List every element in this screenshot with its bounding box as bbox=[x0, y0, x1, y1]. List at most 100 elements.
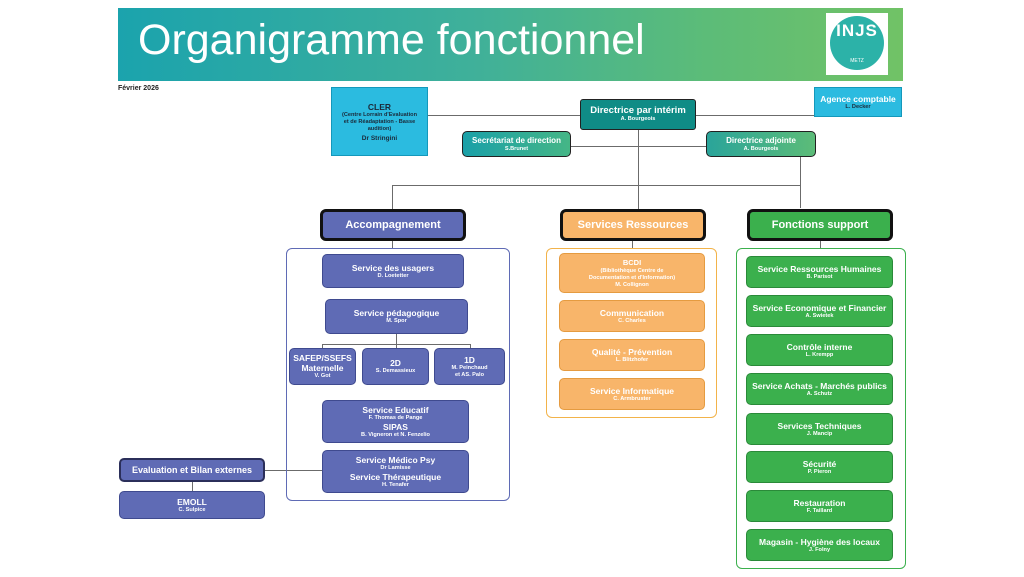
support-item-title: Restauration bbox=[793, 497, 846, 508]
evaluation-title: Evaluation et Bilan externes bbox=[131, 465, 253, 475]
support-frame bbox=[736, 248, 906, 569]
communication-title: Communication bbox=[599, 307, 665, 318]
support-item-person: J. Mancip bbox=[806, 430, 833, 437]
accompagnement-frame bbox=[286, 248, 510, 501]
safep-person: V. Got bbox=[314, 373, 331, 379]
secretariat-box: Secrétariat de direction S.Brunet bbox=[462, 131, 571, 157]
support-item-title: Sécurité bbox=[802, 458, 837, 469]
qualite-person: L. Blitzhofer bbox=[615, 356, 649, 363]
support-item-person: F. Taillard bbox=[806, 507, 833, 514]
sipas-person: B. Vigneron et N. Fenzelio bbox=[361, 431, 430, 438]
support-item: Contrôle interne L. Krempp bbox=[746, 334, 893, 366]
medico-person: Dr Lamisse bbox=[380, 464, 411, 471]
d1-box: 1D M. Peinchaud et AS. Palo bbox=[434, 348, 505, 385]
support-item: Restauration F. Taillard bbox=[746, 490, 893, 522]
support-item-person: P. Pieron bbox=[807, 468, 832, 475]
safep-box: SAFEP/SSEFS Maternelle V. Got bbox=[289, 348, 356, 385]
communication-box: Communication C. Charles bbox=[559, 300, 705, 332]
agence-person: L. Decker bbox=[845, 103, 871, 110]
connector-line bbox=[638, 130, 639, 210]
date-label: Février 2026 bbox=[118, 85, 159, 92]
informatique-title: Service Informatique bbox=[589, 385, 675, 396]
support-item-title: Service Ressources Humaines bbox=[757, 263, 882, 274]
secretariat-title: Secrétariat de direction bbox=[472, 135, 561, 145]
connector-line bbox=[696, 115, 816, 116]
agence-title: Agence comptable bbox=[820, 93, 896, 104]
connector-line bbox=[396, 334, 397, 344]
usagers-person: D. Loetetter bbox=[377, 272, 409, 279]
connector-line bbox=[470, 344, 471, 348]
directrice-person: A. Bourgeois bbox=[620, 116, 656, 122]
informatique-box: Service Informatique C. Armbruster bbox=[559, 378, 705, 410]
usagers-box: Service des usagers D. Loetetter bbox=[322, 254, 464, 288]
d1-title: 1D bbox=[464, 354, 475, 365]
cler-box: CLER (Centre Lorrain d'Evaluation et de … bbox=[331, 87, 428, 156]
educatif-person: F. Thomas de Pange bbox=[368, 414, 423, 421]
connector-line bbox=[800, 153, 801, 208]
d2-title: 2D bbox=[390, 358, 401, 368]
educatif-box: Service Educatif F. Thomas de Pange SIPA… bbox=[322, 400, 469, 443]
d2-person: S. Demassieux bbox=[375, 368, 416, 374]
pedagogique-person: M. Spor bbox=[386, 318, 407, 324]
support-item-person: L. Krempp bbox=[805, 351, 834, 358]
medico-box: Service Médico Psy Dr Lamisse Service Th… bbox=[322, 450, 469, 493]
evaluation-box: Evaluation et Bilan externes bbox=[119, 458, 265, 482]
emoll-person: C. Sulpice bbox=[178, 506, 206, 513]
directrice-box: Directrice par intérim A. Bourgeois bbox=[580, 99, 696, 130]
bcdi-title: BCDI bbox=[622, 257, 642, 267]
connector-line bbox=[192, 482, 193, 491]
support-item-person: A. Schutz bbox=[806, 390, 833, 397]
usagers-title: Service des usagers bbox=[351, 262, 435, 273]
connector-line bbox=[392, 185, 393, 209]
secretariat-person: S.Brunet bbox=[504, 145, 529, 152]
support-item: Sécurité P. Pieron bbox=[746, 451, 893, 483]
ressources-head: Services Ressources bbox=[560, 209, 706, 241]
support-item: Service Achats - Marchés publics A. Schu… bbox=[746, 373, 893, 405]
emoll-box: EMOLL C. Sulpice bbox=[119, 491, 265, 519]
logo-circle-icon: INJS METZ bbox=[830, 16, 884, 70]
cler-person: Dr Stringini bbox=[361, 134, 398, 142]
connector-line bbox=[392, 240, 393, 248]
medico-title: Service Médico Psy bbox=[355, 454, 436, 465]
safep-title: SAFEP/SSEFS bbox=[293, 353, 352, 363]
connector-line bbox=[396, 344, 397, 348]
agence-box: Agence comptable L. Decker bbox=[814, 87, 902, 117]
educatif-title: Service Educatif bbox=[362, 404, 429, 415]
connector-line bbox=[428, 115, 580, 116]
support-item: Service Economique et Financier A. Swiet… bbox=[746, 295, 893, 327]
logo-text: INJS bbox=[836, 21, 878, 40]
support-item-title: Magasin - Hygiène des locaux bbox=[759, 536, 880, 547]
cler-line: (Centre Lorrain d'Evaluation bbox=[342, 111, 417, 118]
injs-logo: INJS METZ bbox=[826, 13, 888, 75]
d1-person: M. Peinchaud bbox=[451, 364, 488, 371]
pedagogique-title: Service pédagogique bbox=[353, 308, 440, 318]
qualite-box: Qualité - Prévention L. Blitzhofer bbox=[559, 339, 705, 371]
d1-person2: et AS. Palo bbox=[454, 371, 484, 378]
adjointe-title: Directrice adjointe bbox=[726, 135, 796, 145]
connector-line bbox=[265, 470, 322, 471]
sipas-title: SIPAS bbox=[383, 421, 408, 432]
connector-line bbox=[570, 146, 708, 147]
page-title: Organigramme fonctionnel bbox=[138, 16, 645, 64]
logo-subtext: METZ bbox=[850, 58, 864, 64]
pedagogique-box: Service pédagogique M. Spor bbox=[325, 299, 468, 334]
emoll-title: EMOLL bbox=[177, 496, 207, 507]
connector-line bbox=[820, 240, 821, 248]
support-item-person: B. Parisot bbox=[806, 273, 833, 280]
support-head: Fonctions support bbox=[747, 209, 893, 241]
support-item-title: Services Techniques bbox=[777, 420, 862, 431]
header-banner bbox=[118, 8, 903, 81]
safep-title2: Maternelle bbox=[301, 363, 344, 373]
connector-line bbox=[322, 344, 323, 348]
bcdi-line: Documentation et d'Information) bbox=[588, 274, 676, 281]
bcdi-box: BCDI (Bibliothèque Centre de Documentati… bbox=[559, 253, 705, 293]
adjointe-box: Directrice adjointe A. Bourgeois bbox=[706, 131, 816, 157]
adjointe-person: A. Bourgeois bbox=[743, 145, 779, 152]
informatique-person: C. Armbruster bbox=[613, 395, 651, 402]
cler-line: audition) bbox=[367, 125, 392, 132]
cler-title: CLER bbox=[367, 101, 392, 112]
d2-box: 2D S. Demassieux bbox=[362, 348, 429, 385]
bcdi-person: M. Collignon bbox=[615, 281, 649, 288]
bcdi-line: (Bibliothèque Centre de bbox=[600, 267, 664, 274]
support-item-person: J. Folny bbox=[808, 546, 831, 553]
